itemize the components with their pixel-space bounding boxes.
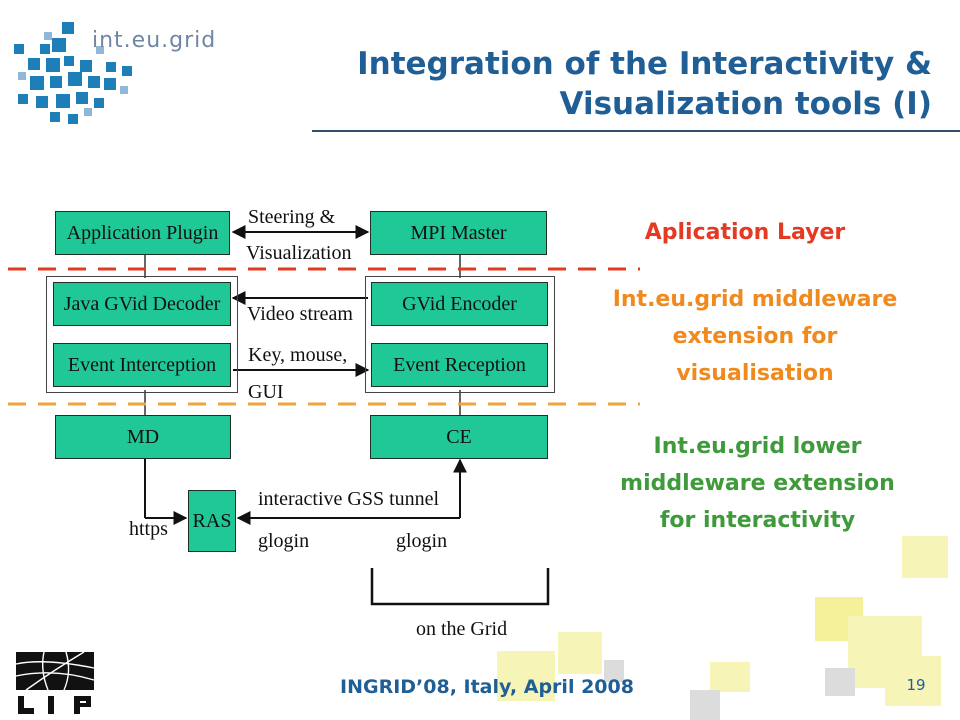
page-number: 19 [906, 676, 926, 694]
decorative-square [604, 660, 624, 682]
label-video-stream: Video stream [247, 303, 353, 325]
label-steering-1: Steering & [248, 206, 336, 228]
label-gss-tunnel: interactive GSS tunnel [258, 488, 440, 510]
label-steering-2: Visualization [246, 242, 352, 264]
box-ce: CE [370, 415, 548, 459]
group-frame-left [46, 276, 238, 393]
box-ras: RAS [188, 490, 236, 552]
title-line-1: Integration of the Interactivity & [357, 46, 932, 82]
label-key-mouse-1: Key, mouse, [248, 344, 348, 366]
title-line-2: Visualization tools (I) [559, 86, 932, 122]
box-java-gvid-decoder: Java GVid Decoder [53, 282, 231, 326]
logo-text: int.eu.grid [92, 28, 217, 53]
box-event-interception: Event Interception [53, 343, 231, 387]
box-md: MD [55, 415, 231, 459]
lower-line-2: middleware extension [620, 471, 895, 496]
page-title: Integration of the Interactivity & Visua… [232, 44, 932, 124]
label-https: https [129, 518, 168, 540]
box-application-plugin: Application Plugin [55, 211, 230, 255]
box-gvid-encoder: GVid Encoder [371, 282, 548, 326]
decorative-square [497, 651, 555, 701]
int-eu-grid-logo-icon [14, 22, 132, 124]
footer-conference: INGRID’08, Italy, April 2008 [340, 676, 634, 698]
decorative-square [710, 662, 750, 692]
title-divider [312, 130, 960, 132]
middleware-line-3: visualisation [676, 361, 834, 386]
lower-line-1: Int.eu.grid lower [653, 434, 862, 459]
lip-logo-icon [15, 651, 95, 714]
label-key-mouse-2: GUI [248, 381, 284, 403]
label-lower-middleware-interactivity: Int.eu.grid lower middleware extension f… [575, 428, 940, 539]
box-event-reception: Event Reception [371, 343, 548, 387]
middleware-line-2: extension for [672, 324, 838, 349]
bracket-on-grid [370, 568, 550, 606]
middleware-line-1: Int.eu.grid middleware [612, 287, 898, 312]
label-middleware-visualisation: Int.eu.grid middleware extension for vis… [575, 281, 935, 392]
decorative-square [558, 632, 602, 674]
decorative-square [690, 690, 720, 720]
decorative-square [825, 668, 855, 696]
label-glogin-right: glogin [396, 530, 448, 552]
group-frame-right [365, 276, 555, 393]
lower-line-3: for interactivity [659, 508, 856, 533]
label-application-layer: Aplication Layer [644, 220, 846, 245]
label-on-the-grid: on the Grid [416, 618, 508, 640]
label-glogin-left: glogin [258, 530, 310, 552]
decorative-square [885, 656, 941, 706]
decorative-square [902, 536, 948, 578]
box-mpi-master: MPI Master [370, 211, 547, 255]
